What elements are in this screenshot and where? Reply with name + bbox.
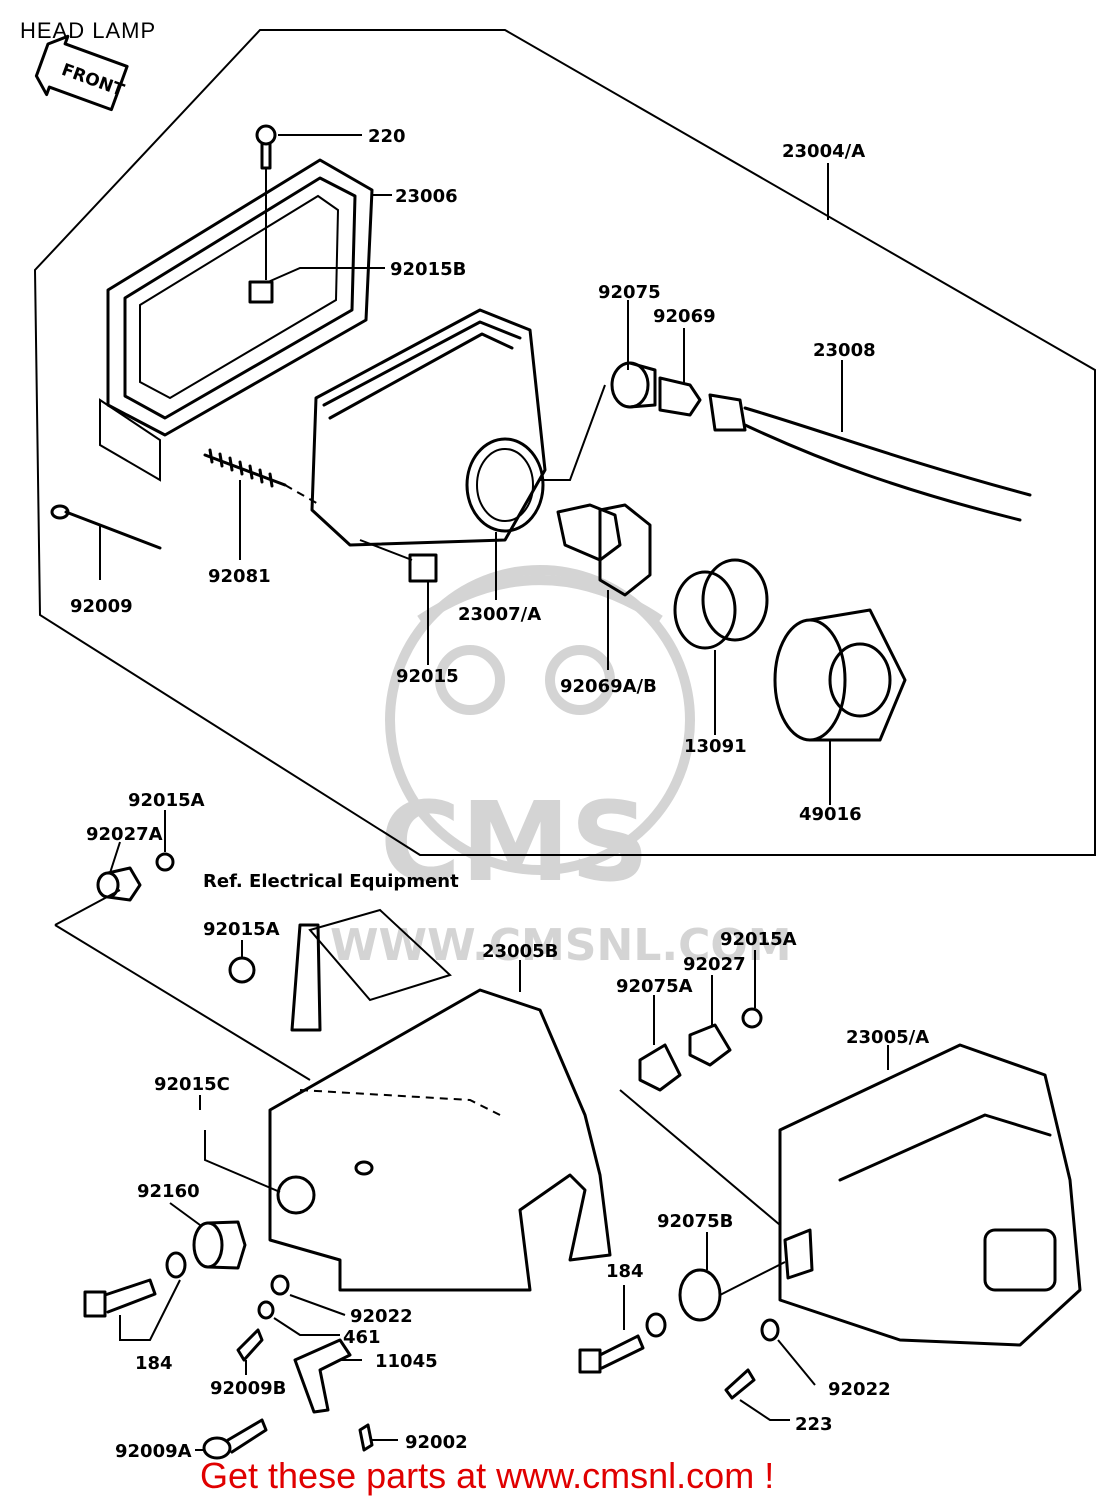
label-49016: 49016 xyxy=(799,804,862,825)
label-23005b: 23005B xyxy=(482,941,558,962)
screw-220 xyxy=(255,124,277,280)
spring-92081 xyxy=(203,448,287,488)
label-92081: 92081 xyxy=(208,566,271,587)
label-13091: 13091 xyxy=(684,736,747,757)
front-arrow-icon: FRONT xyxy=(34,34,129,112)
label-92027: 92027 xyxy=(683,954,746,975)
label-92009: 92009 xyxy=(70,596,133,617)
leader-lines xyxy=(99,134,889,1451)
label-23008: 23008 xyxy=(813,340,876,361)
cover-23005a xyxy=(619,1043,1082,1347)
part-labels: 220 23006 92015B 23004/A 92075 92069 230… xyxy=(70,126,929,1462)
nut-92015 xyxy=(408,553,438,583)
bolt-184-left xyxy=(83,1278,157,1318)
cmsnl-watermark: CMS WWW.CMSNL.COM xyxy=(330,565,792,971)
watermark-url: WWW.CMSNL.COM xyxy=(330,920,792,971)
bulb-92069 xyxy=(658,376,702,417)
label-92075a: 92075A xyxy=(616,976,693,997)
label-92069: 92069 xyxy=(653,306,716,327)
label-92069ab: 92069A/B xyxy=(560,676,657,697)
bracket-11045 xyxy=(293,1338,352,1414)
label-92015a-2: 92015A xyxy=(203,919,280,940)
label-92160: 92160 xyxy=(137,1181,200,1202)
rim-part xyxy=(99,158,374,482)
label-92027a: 92027A xyxy=(86,824,163,845)
label-ref-electrical: Ref. Electrical Equipment xyxy=(203,871,459,892)
assembly-outline xyxy=(33,29,1096,856)
label-23007a: 23007/A xyxy=(458,604,541,625)
bolt-184-right xyxy=(578,1334,645,1374)
washer-184 xyxy=(165,1251,187,1279)
label-92015a-1: 92015A xyxy=(128,790,205,811)
label-92002: 92002 xyxy=(405,1432,468,1453)
reflector-part xyxy=(310,308,547,547)
page-title: HEAD LAMP xyxy=(20,18,156,43)
label-184-left: 184 xyxy=(135,1353,173,1374)
label-92009b: 92009B xyxy=(210,1378,286,1399)
washer-92075b xyxy=(678,1268,722,1322)
grommet-92027 xyxy=(688,1023,732,1067)
collar-92022-2 xyxy=(760,1318,780,1342)
label-92015b: 92015B xyxy=(390,259,466,280)
label-92022-1: 92022 xyxy=(350,1306,413,1327)
label-23004a: 23004/A xyxy=(782,141,865,162)
cover-23005b xyxy=(268,988,612,1292)
socket-wire-23008 xyxy=(708,393,1032,522)
footer-link-text[interactable]: Get these parts at www.cmsnl.com ! xyxy=(200,1455,774,1496)
boot-49016 xyxy=(773,608,907,742)
socket-92075a xyxy=(638,1043,682,1092)
damper-461 xyxy=(257,1300,275,1320)
grommet-92160 xyxy=(192,1220,247,1270)
collar-92022-1 xyxy=(270,1274,290,1296)
screw-92009 xyxy=(50,504,162,550)
main-bulb-92069ab xyxy=(556,503,652,597)
label-92015c: 92015C xyxy=(154,1074,230,1095)
label-184-right: 184 xyxy=(606,1261,644,1282)
nut-92015a-2 xyxy=(228,956,256,984)
bolt-92009b xyxy=(236,1328,264,1362)
label-223: 223 xyxy=(795,1414,833,1435)
label-220: 220 xyxy=(368,126,406,147)
nut-92015a-1 xyxy=(155,852,175,872)
label-11045: 11045 xyxy=(375,1351,438,1372)
bolt-92009a xyxy=(202,1418,268,1460)
label-23006: 23006 xyxy=(395,186,458,207)
screw-223 xyxy=(724,1368,756,1400)
grommet-92027a xyxy=(96,866,142,902)
label-92009a: 92009A xyxy=(115,1441,192,1462)
bracket-strap xyxy=(290,923,322,1032)
watermark-logo: CMS xyxy=(380,778,649,906)
nut-92015a-3 xyxy=(741,1007,763,1029)
label-23005a: 23005/A xyxy=(846,1027,929,1048)
label-92022-2: 92022 xyxy=(828,1379,891,1400)
label-461: 461 xyxy=(343,1327,381,1348)
bulb-socket-92075 xyxy=(610,361,657,409)
label-92015: 92015 xyxy=(396,666,459,687)
screw-92002 xyxy=(358,1423,374,1452)
rubber-cap-13091 xyxy=(673,558,769,650)
label-92075b: 92075B xyxy=(657,1211,733,1232)
label-92075: 92075 xyxy=(598,282,661,303)
washer-184-right xyxy=(645,1312,667,1338)
label-92015a-3: 92015A xyxy=(720,929,797,950)
